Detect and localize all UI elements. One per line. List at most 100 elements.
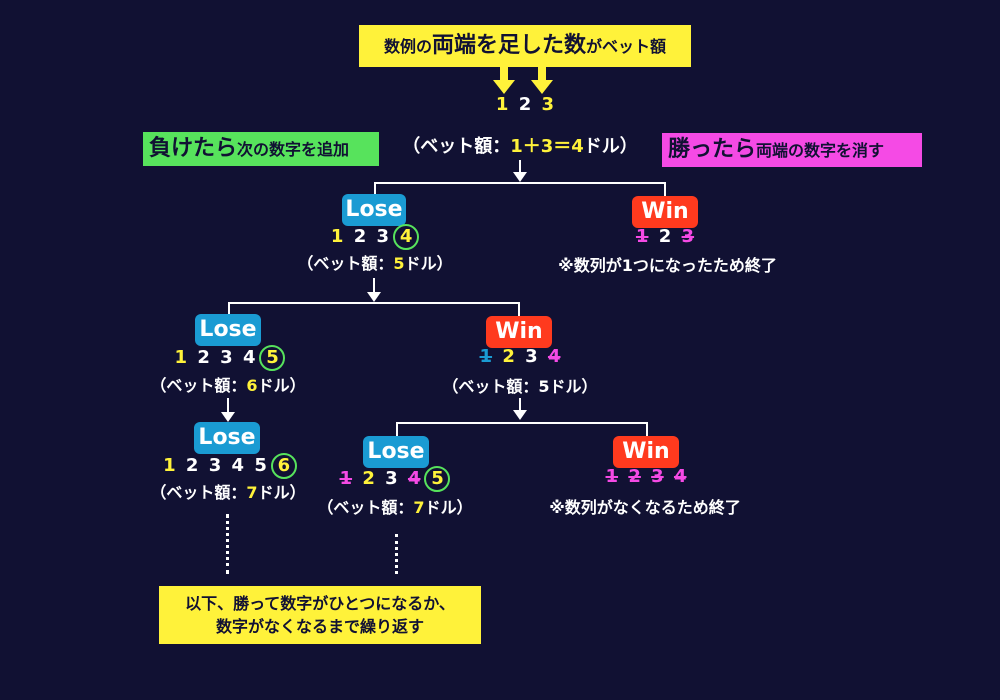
connector [646, 422, 648, 436]
header-text-1: 数例の [383, 37, 432, 56]
seq-num: 2 [197, 347, 210, 368]
arrow-down-icon [513, 410, 527, 420]
added-number: 6 [270, 453, 297, 479]
bet-value: 5 [393, 254, 405, 273]
seq-num: 1 [330, 226, 344, 247]
seq-num: 2 [185, 455, 199, 476]
bet-value: 6 [246, 376, 258, 395]
connector [374, 182, 666, 184]
seq-num: 3 [220, 347, 233, 368]
node1-bet: （ベット額：5ドル） [280, 250, 470, 274]
lose-badge: Lose [363, 436, 429, 468]
lose-rule-small: 次の数字を追加 [237, 140, 350, 159]
added-number: 4 [393, 224, 420, 250]
bet-open: （ベット額： [150, 483, 247, 502]
seq-num: 3 [208, 455, 222, 476]
continuation-dots [226, 514, 232, 574]
lose-badge: Lose [342, 194, 406, 226]
connector [396, 422, 398, 436]
seq-num-removed: 2 [628, 466, 641, 487]
bet-close: ドル） [583, 136, 638, 157]
node7-sequence: 1 2 3 4 [590, 466, 702, 487]
seq-num: 3 [525, 346, 538, 367]
header-text-2: 両端を足した数 [431, 33, 586, 58]
connector [664, 182, 666, 196]
seq-num-removed: 3 [681, 226, 695, 247]
bet-expr: 1＋3＝4 [510, 136, 584, 157]
bet-open: （ベット額： [317, 498, 414, 517]
header-box: 数例の両端を足した数がベット額 [359, 25, 691, 67]
win-badge: Win [486, 316, 552, 348]
header-text-3: がベット額 [586, 37, 667, 56]
bet-close: ドル） [404, 254, 453, 273]
node3-bet: （ベット額：6ドル） [133, 372, 323, 396]
seq-num: 2 [502, 346, 515, 367]
node4-sequence: 1 2 3 4 [460, 346, 580, 367]
seq-num-removed: 1 [479, 346, 493, 367]
lose-rule-box: 負けたら次の数字を追加 [143, 132, 379, 166]
footer-line-1: 以下、勝って数字がひとつになるか、 [185, 594, 455, 613]
win-badge: Win [632, 196, 698, 228]
seq-num: 1 [163, 455, 176, 476]
connector [396, 422, 648, 424]
seq-num-removed: 4 [547, 346, 561, 367]
bet-close: ドル） [424, 498, 473, 517]
bet-open: （ベット額： [150, 376, 247, 395]
connector [518, 302, 520, 316]
seq-num: 2 [353, 226, 367, 247]
seq-num: 2 [518, 94, 532, 115]
seq-num-removed: 1 [635, 226, 649, 247]
seq-num: 4 [242, 347, 256, 368]
win-rule-box: 勝ったら両端の数字を消す [662, 133, 922, 167]
lose-badge: Lose [194, 422, 260, 454]
footer-line-2: 数字がなくなるまで繰り返す [215, 617, 424, 636]
connector [374, 182, 376, 196]
yellow-arrows [493, 66, 553, 94]
seq-num-removed: 3 [651, 466, 664, 487]
connector [519, 160, 521, 174]
seq-num: 3 [385, 468, 398, 489]
seq-num: 3 [376, 226, 390, 247]
arrow-down-icon [367, 292, 381, 302]
bet-value: 7 [246, 483, 258, 502]
bet-open: （ベット額： [297, 254, 394, 273]
seq-num: 2 [362, 468, 375, 489]
connector [373, 278, 375, 294]
arrow-down-icon [221, 412, 235, 422]
bet-open: （ベット額： [402, 136, 511, 157]
top-sequence: 1 2 3 [470, 94, 580, 115]
lose-badge: Lose [195, 314, 261, 346]
seq-num: 3 [541, 94, 555, 115]
footer-box: 以下、勝って数字がひとつになるか、 数字がなくなるまで繰り返す [159, 586, 481, 644]
win-rule-small: 両端の数字を消す [756, 141, 885, 160]
lose-rule-big: 負けたら [149, 136, 238, 161]
node7-note: ※数列がなくなるため終了 [549, 498, 741, 517]
bet-close: ドル） [257, 376, 306, 395]
added-number: 5 [259, 345, 286, 371]
seq-num: 1 [174, 347, 188, 368]
node2-note: ※数列が1つになったため終了 [558, 256, 777, 275]
node6-bet: （ベット額：7ドル） [300, 494, 490, 518]
connector [519, 398, 521, 412]
seq-num: 4 [231, 455, 245, 476]
added-number: 5 [424, 466, 451, 492]
node5-bet: （ベット額：7ドル） [133, 479, 323, 503]
seq-num-removed: 4 [673, 466, 687, 487]
seq-num: 2 [658, 226, 672, 247]
win-badge: Win [613, 436, 679, 468]
node4-bet: （ベット額：5ドル） [442, 377, 598, 396]
continuation-dots [395, 534, 401, 574]
seq-num: 5 [254, 455, 267, 476]
bet-close: ドル） [257, 483, 306, 502]
win-rule-big: 勝ったら [668, 137, 757, 162]
seq-num-removed: 1 [339, 468, 353, 489]
bet-value: 7 [413, 498, 425, 517]
connector [227, 398, 229, 414]
top-bet: （ベット額：1＋3＝4ドル） [370, 132, 670, 158]
seq-num-removed: 4 [407, 468, 421, 489]
arrow-down-icon [513, 172, 527, 182]
